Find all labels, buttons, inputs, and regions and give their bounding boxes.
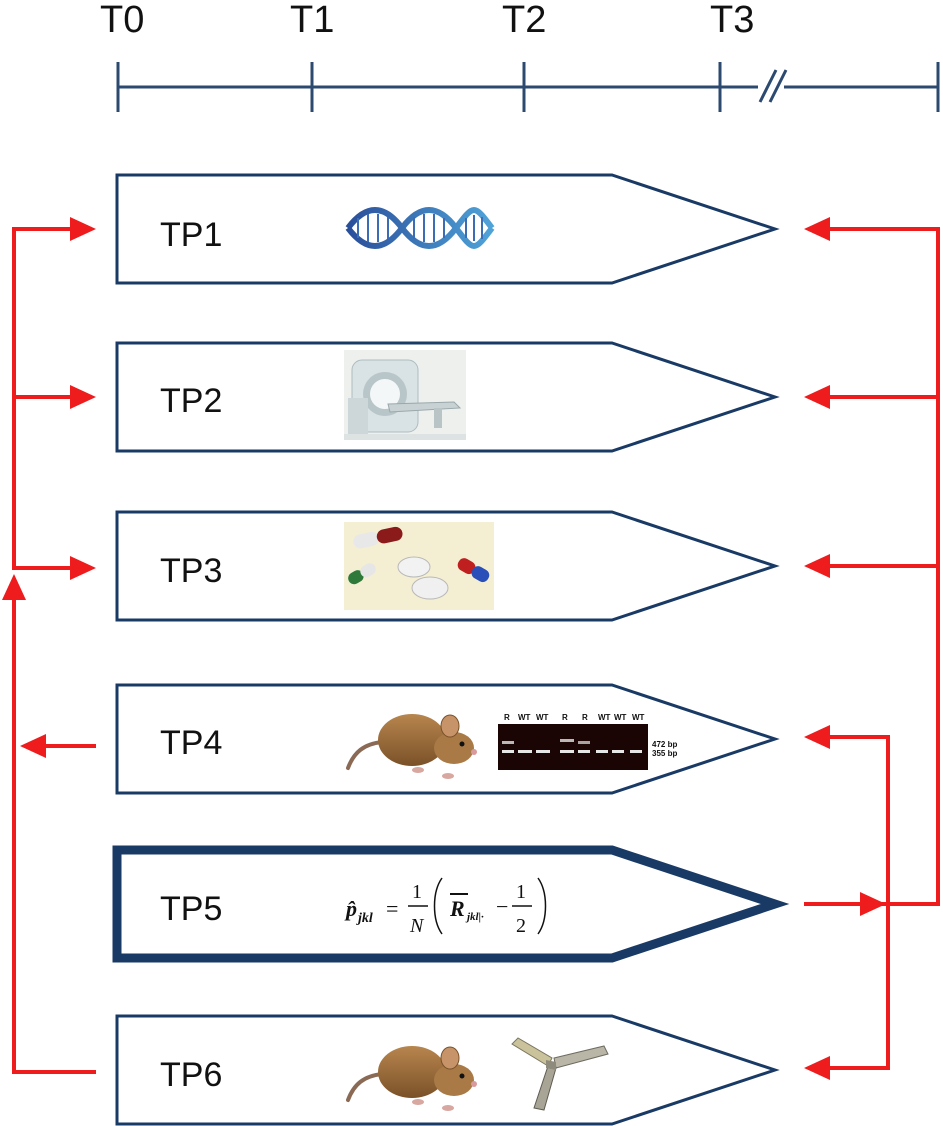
panel-tp2: TP2 [115,341,780,453]
panel-label: TP2 [160,382,222,420]
eq-frac-den: N [409,915,425,937]
eq-lhs: p̂ [344,896,357,921]
gel-band-label: 355 bp [652,749,677,758]
mri-scanner-icon [344,350,466,440]
left-feedback-loop [2,217,96,1074]
gel-electrophoresis-image: R WT WT R R WT WT WT 472 bp 355 b [498,713,677,770]
dna-helix-icon [345,207,495,249]
eq-frac-num: 1 [412,881,422,903]
arrow-head-right [70,556,96,580]
gel-band-label: 472 bp [652,740,677,749]
arrow-head-right [70,217,96,241]
y-maze-icon [511,1037,609,1111]
pills-icon [344,522,494,610]
gel-lane-label: WT [632,713,645,722]
panel-tp6: TP6 [115,1014,780,1126]
panel-tp4: TP4 R WT WT R R WT WT WT [115,683,780,795]
eq-paren-close [537,877,547,935]
panel-shape-highlighted [112,845,790,963]
timeline-break-icon [758,69,788,103]
panel-label: TP6 [160,1056,222,1094]
right-feedback-loop [804,217,940,1080]
arrow-head-left [804,385,830,409]
eq-lhs-sub: jkl [356,911,373,926]
mouse-icon [346,714,477,779]
panel-label: TP3 [160,552,222,590]
gel-lane-label: WT [518,713,531,722]
panel-tp5: TP5 p̂ jkl = 1 N R jkl|· − 1 2 [112,845,790,963]
timeline: T0 T1 T2 T3 [100,0,940,112]
panel-label: TP1 [160,216,222,254]
eq-paren-open [433,877,443,935]
panel-tp1: TP1 [115,173,780,285]
arrow-head-right [860,892,886,916]
eq-r-sub: jkl|· [465,911,484,923]
arrow-head-left [804,725,830,749]
panel-tp3: TP3 [115,510,780,622]
timeline-label-t1: T1 [290,0,334,41]
arrow-head-left [804,554,830,578]
gel-lane-label: WT [614,713,627,722]
timeline-label-t2: T2 [502,0,546,41]
eq-half-den: 2 [516,915,526,937]
gel-lane-label: R [504,713,510,722]
arrow-head-up [2,574,26,600]
gel-lane-label: R [562,713,568,722]
arrow-head-left [20,734,46,758]
panel-shape [115,173,780,285]
mouse-icon [346,1046,477,1111]
panel-label: TP4 [160,724,222,762]
gel-lane-label: WT [598,713,611,722]
arrow-head-left [804,217,830,241]
gel-lane-label: WT [536,713,549,722]
eq-minus: − [496,894,508,919]
timeline-label-t3: T3 [710,0,754,41]
arrow-head-right [70,385,96,409]
eq-half-num: 1 [516,881,526,903]
arrow-head-left [804,1056,830,1080]
probability-equation: p̂ jkl = 1 N R jkl|· − 1 2 [344,877,547,937]
timeline-label-t0: T0 [100,0,144,41]
gel-lane-label: R [582,713,588,722]
eq-equals: = [386,896,398,921]
eq-r: R [449,896,465,921]
feedback-arrows [2,217,940,1080]
panel-label: TP5 [160,890,222,928]
